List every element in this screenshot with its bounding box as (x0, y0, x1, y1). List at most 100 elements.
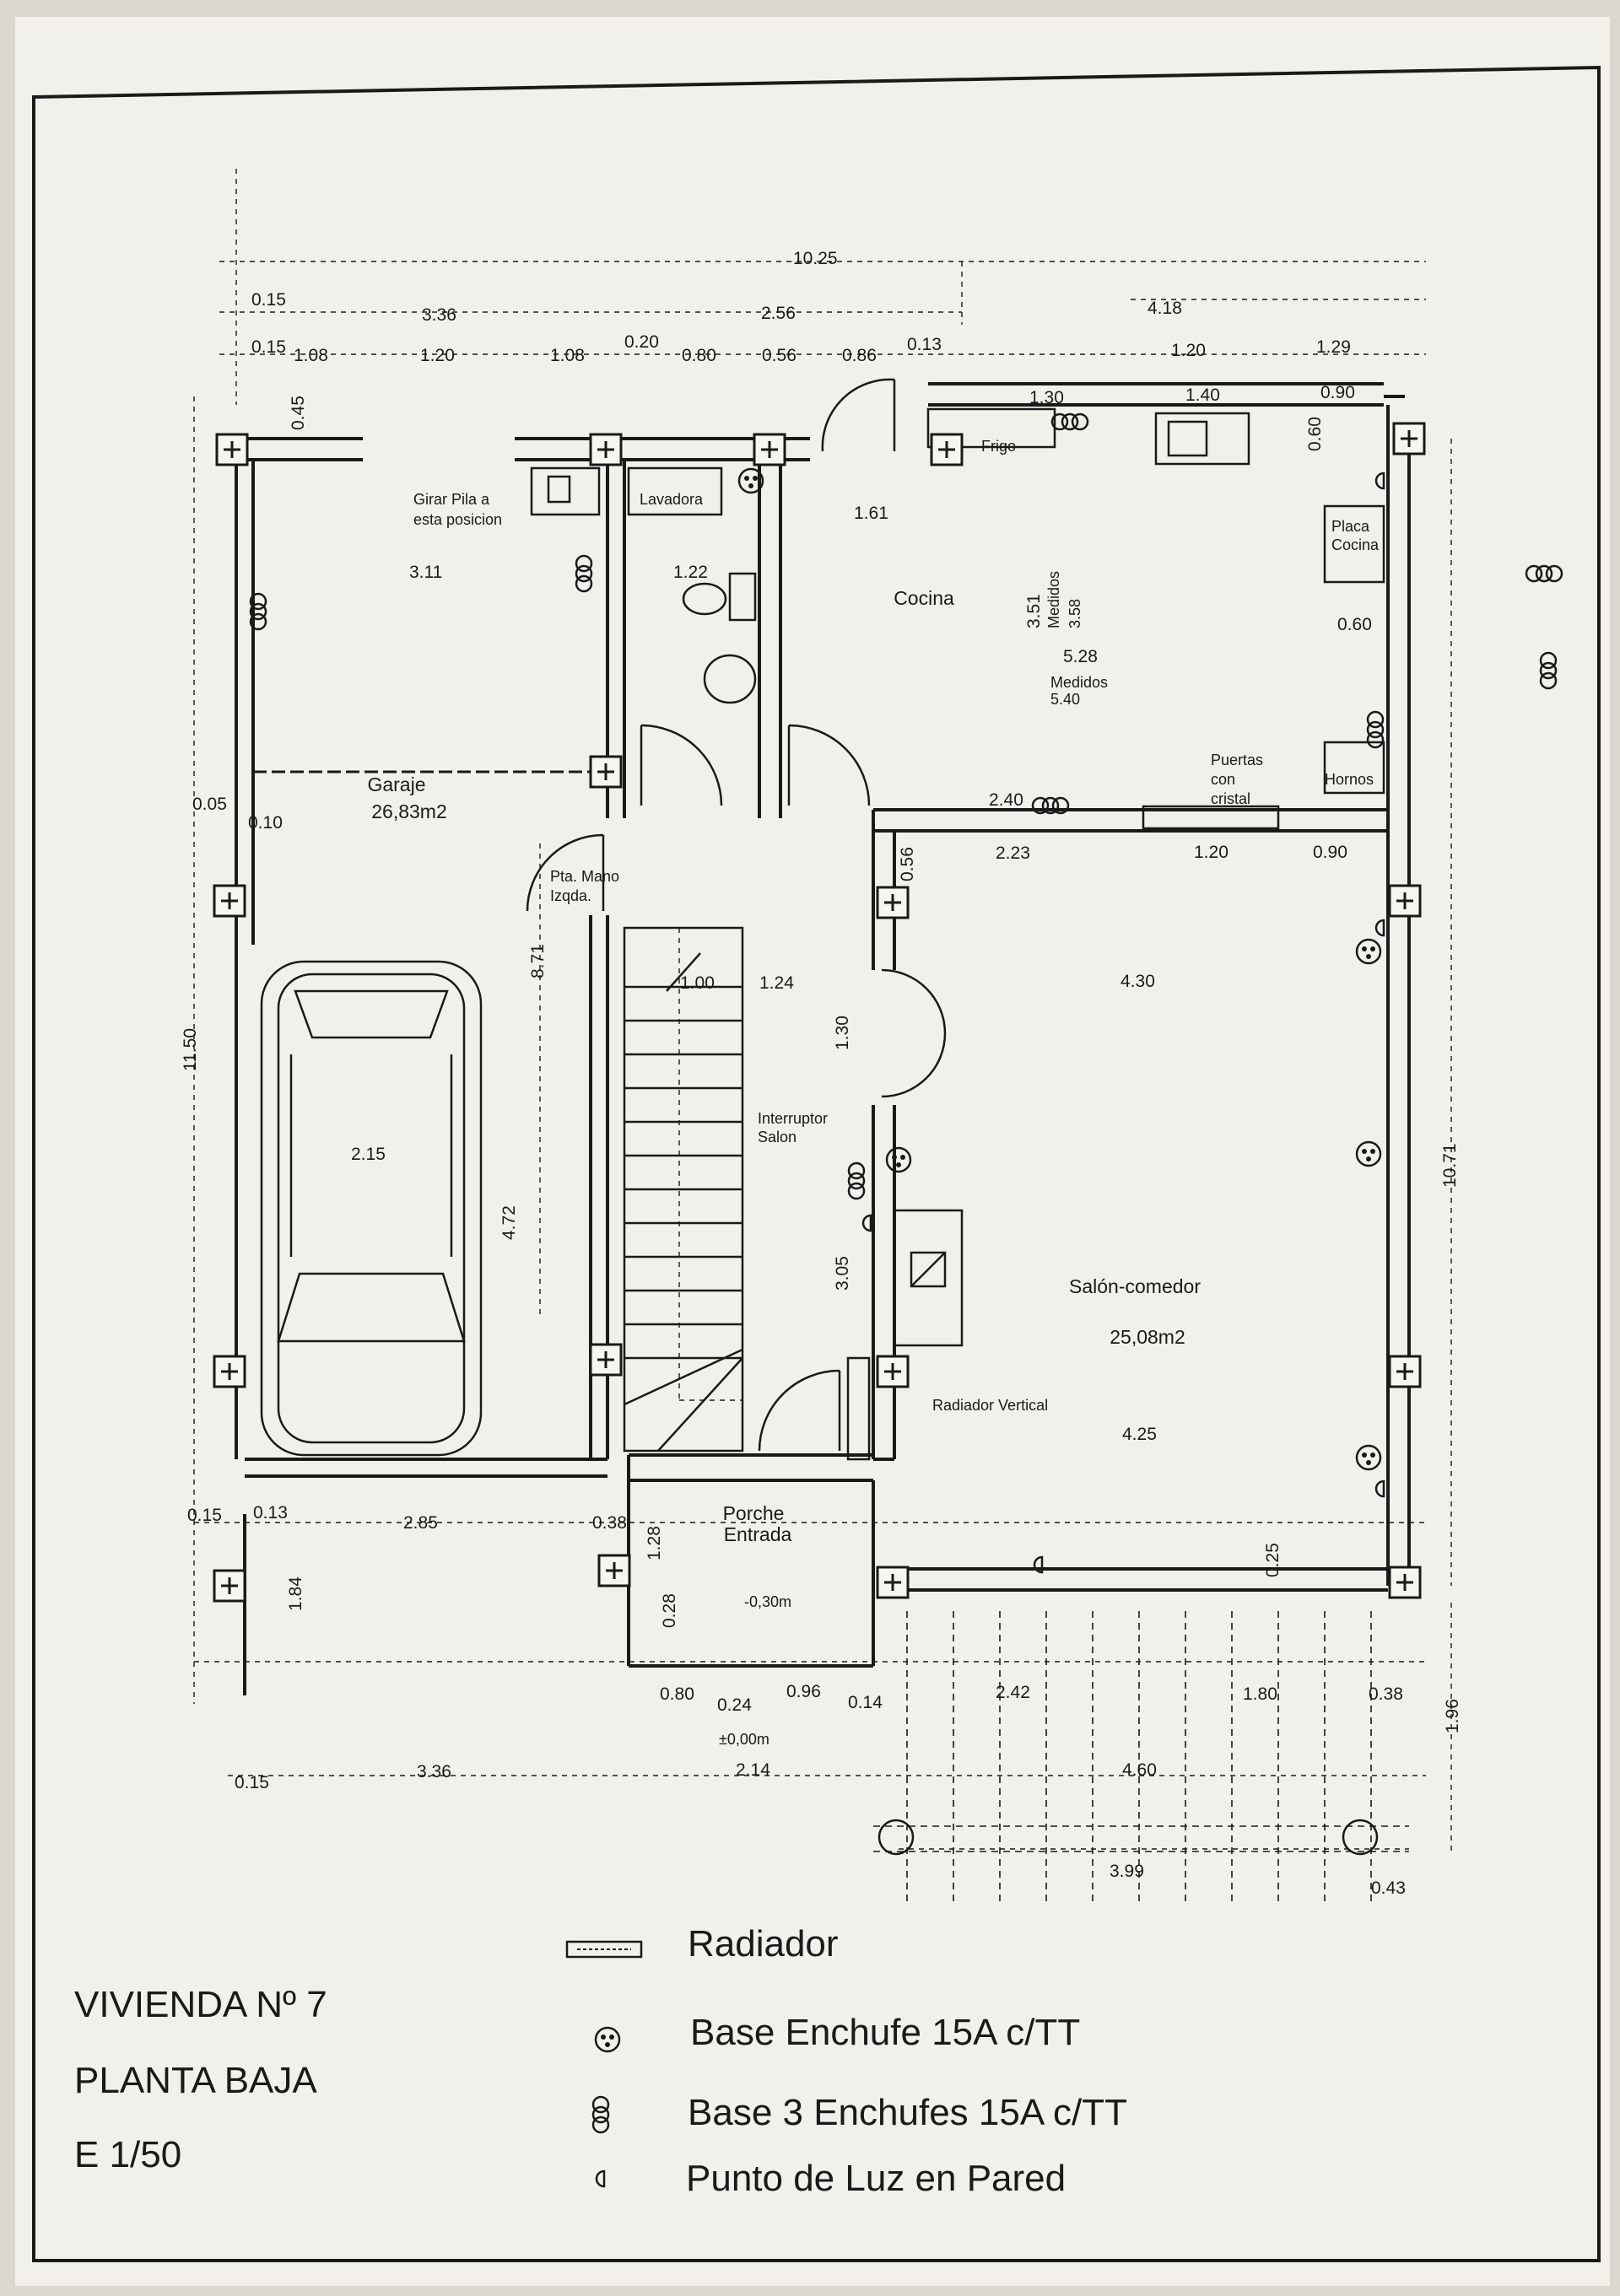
columns (213, 422, 1426, 1603)
dim-label: 0.56 (762, 346, 796, 365)
note-glass-doors-2: con (1211, 771, 1235, 788)
legend-wall-light: Punto de Luz en Pared (686, 2158, 1066, 2199)
dim-label: 1.61 (854, 504, 888, 523)
dim-label: 8.71 (528, 944, 548, 978)
dim-label: 0.60 (1305, 417, 1325, 451)
dim-label: 1.29 (1316, 337, 1351, 357)
dim-label: 4.25 (1122, 1425, 1157, 1444)
socket-symbol (594, 2026, 621, 2053)
dim-label: 3.51 (1024, 594, 1044, 628)
garage-label: Garaje (367, 773, 425, 795)
fixtures (530, 407, 1385, 1461)
dim-label: 3.05 (833, 1256, 852, 1291)
dim-label: 0.38 (592, 1513, 627, 1533)
title-scale: E 1/50 (74, 2134, 182, 2175)
note-measured-v-2: 3.58 (1066, 599, 1083, 628)
note-level-zero: ±0,00m (719, 1731, 770, 1748)
dim-label: 4.30 (1120, 972, 1155, 991)
dimension-labels: 10.25 0.15 3.36 2.56 4.18 0.15 1.08 1.20… (181, 249, 1462, 1898)
dim-label: 0.13 (907, 335, 942, 354)
dim-label: 5.28 (1063, 647, 1098, 666)
dim-label: 0.15 (235, 1773, 269, 1792)
wall-light-symbol (595, 2169, 606, 2188)
dim-label: 0.80 (682, 346, 716, 365)
laundry-label: Lavadora (640, 491, 704, 508)
dim-label: 0.90 (1320, 383, 1355, 402)
kitchen-label: Cocina (894, 587, 954, 609)
triple-socket-symbol (591, 2095, 610, 2134)
dim-label: 0.05 (192, 795, 227, 814)
note-glass-doors-3: cristal (1211, 790, 1250, 807)
title-dwelling: VIVIENDA Nº 7 (74, 1984, 327, 2025)
note-switch-2: Salon (758, 1129, 796, 1145)
dim-label: 1.22 (673, 563, 708, 582)
dim-label: 1.24 (759, 973, 794, 993)
dim-label: 2.42 (996, 1683, 1030, 1702)
dim-label: 4.60 (1122, 1760, 1157, 1780)
dim-label: 0.56 (898, 847, 917, 881)
dim-label: 1.08 (550, 346, 585, 365)
dim-label: 0.43 (1371, 1878, 1406, 1898)
dim-label: 2.85 (403, 1513, 438, 1533)
note-measured-h-2: 5.40 (1050, 691, 1080, 708)
terrace-pergola (873, 1611, 1409, 1906)
doors (526, 378, 947, 1452)
dim-label: 0.96 (786, 1682, 821, 1701)
staircase (623, 926, 744, 1453)
dim-label: 0.14 (848, 1693, 883, 1712)
dim-label: 0.90 (1313, 843, 1347, 862)
note-glass-doors: Puertas (1211, 752, 1263, 768)
hob-label-2: Cocina (1331, 536, 1380, 553)
dim-label: 4.72 (500, 1205, 519, 1240)
dim-label: 1.20 (1194, 843, 1228, 862)
dim-label: 1.28 (645, 1526, 664, 1560)
dim-label: 2.23 (996, 843, 1030, 863)
dim-label: 1.30 (1029, 388, 1064, 407)
dim-label: 1.80 (1243, 1684, 1277, 1704)
dim-label: 0.80 (660, 1684, 694, 1704)
note-level-porch: -0,30m (744, 1593, 791, 1610)
dim-label: 1.00 (680, 973, 715, 993)
hob-label: Placa (1331, 518, 1370, 535)
note-switch: Interruptor (758, 1110, 828, 1127)
note-rotate-sink: Girar Pila a (413, 491, 490, 508)
dim-label: 1.20 (1171, 341, 1206, 360)
dim-label: 0.13 (253, 1503, 288, 1523)
dim-label: 0.20 (624, 332, 659, 352)
dim-label: 3.36 (422, 305, 456, 325)
note-measured-h: Medidos (1050, 674, 1108, 691)
drawing-sheet (15, 17, 1610, 2286)
note-door-left-2: Izqda. (550, 887, 591, 904)
legend-symbols (565, 1940, 643, 2188)
legend-radiator: Radiador (688, 1923, 839, 1965)
dim-label: 10.71 (1440, 1143, 1460, 1188)
dim-label: 0.10 (248, 813, 283, 833)
radiator-symbol (565, 1940, 643, 1959)
living-room-area: 25,08m2 (1110, 1326, 1185, 1348)
frame-border (32, 65, 1601, 2262)
dim-label: 2.15 (351, 1145, 386, 1164)
dim-label: 1.08 (294, 346, 328, 365)
dim-label: 0.25 (1263, 1543, 1282, 1577)
dim-label: 3.99 (1110, 1862, 1144, 1881)
dim-label: 1.30 (833, 1016, 852, 1050)
fridge-label: Frigo (981, 438, 1016, 455)
dim-label: 3.36 (417, 1762, 451, 1781)
living-room-label: Salón-comedor (1069, 1275, 1201, 1297)
dim-label: 2.14 (736, 1760, 770, 1780)
porch-label: Porche (723, 1502, 785, 1524)
dimension-lines (193, 169, 1452, 1856)
dim-label: 1.40 (1185, 385, 1220, 405)
note-measured-v: Medidos (1045, 571, 1062, 628)
dim-label: 1.96 (1443, 1699, 1462, 1733)
ovens-label: Hornos (1325, 771, 1374, 788)
car (260, 960, 483, 1457)
dim-label: 0.60 (1337, 615, 1372, 634)
dim-label: 1.20 (420, 346, 455, 365)
dim-label: 0.28 (660, 1593, 679, 1628)
garage-area: 26,83m2 (371, 800, 447, 822)
dim-label: 3.11 (409, 563, 442, 582)
dim-label: 0.15 (187, 1506, 222, 1525)
dim-label: 0.86 (842, 346, 877, 365)
